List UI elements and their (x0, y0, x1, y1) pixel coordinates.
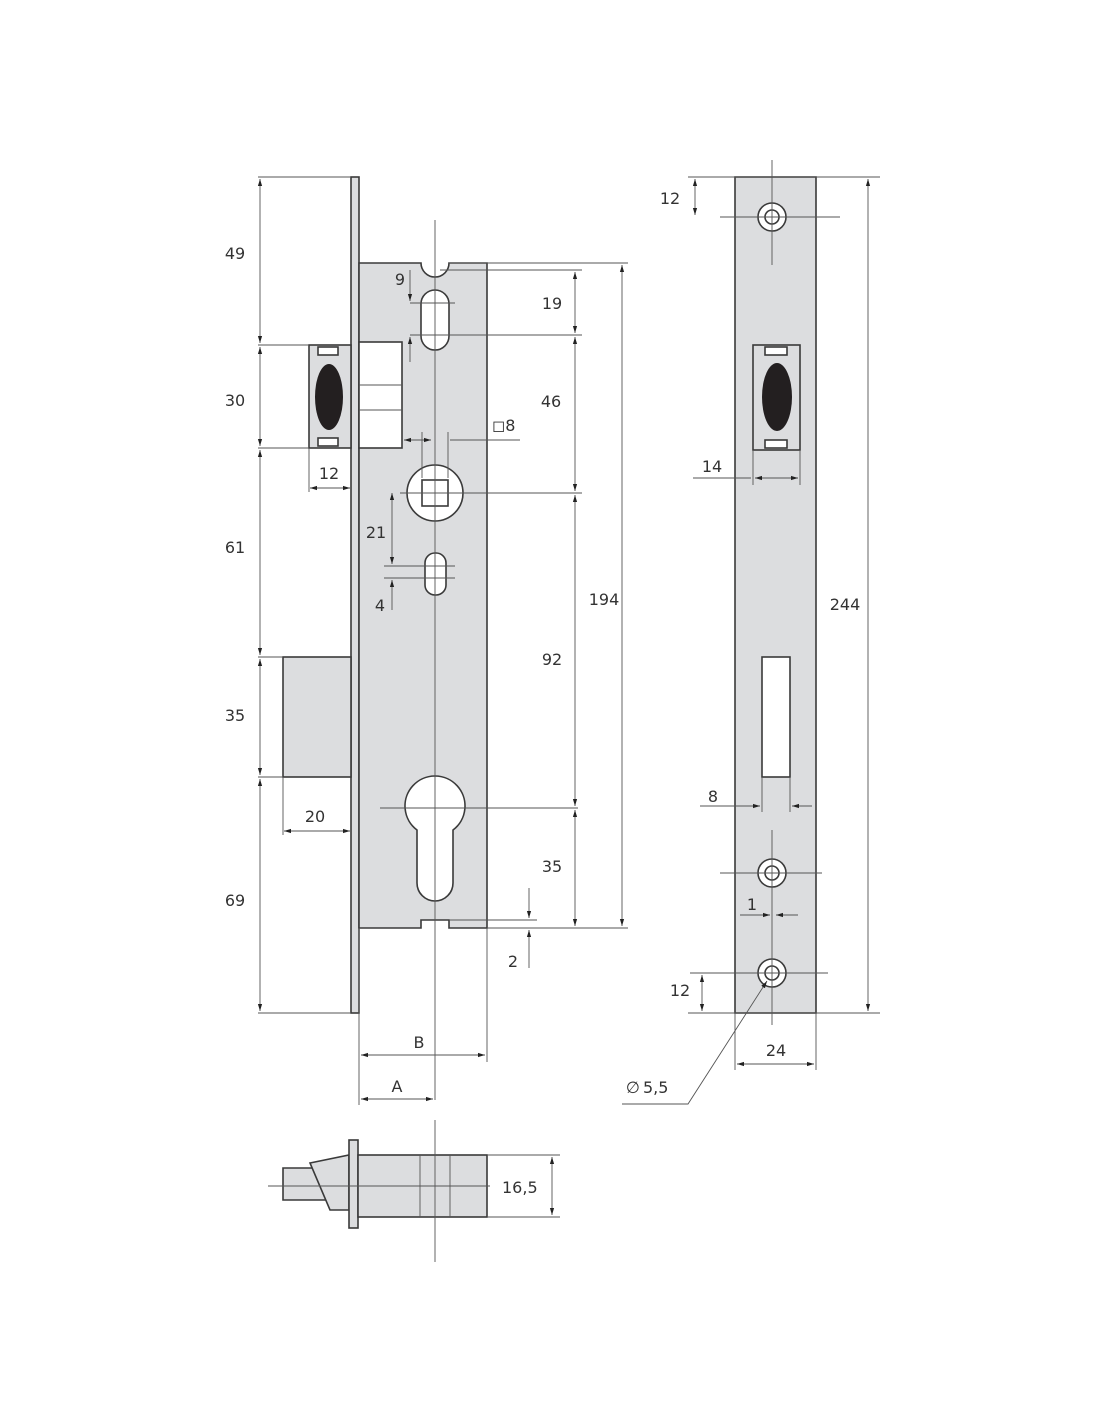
dim-19: 19 (542, 294, 562, 313)
backset-dimensions: B A (358, 928, 488, 1105)
right-dimensions: 19 46 92 35 2 194 (380, 262, 628, 971)
dim-244: 244 (830, 595, 861, 614)
mortise-lock-side-view (282, 176, 488, 1100)
dim-2: 2 (508, 952, 518, 971)
drawing-shape: ◻ (492, 416, 505, 435)
bolt-slot (761, 656, 791, 778)
faceplate-bottom (348, 1139, 359, 1229)
mortise-lock-bottom-view: 16,5 (268, 1120, 560, 1262)
dim-35-cyl: 35 (542, 857, 562, 876)
dim-21: 21 (366, 523, 386, 542)
dim-A: A (392, 1077, 403, 1096)
dim-9: 9 (395, 270, 405, 289)
faceplate (350, 176, 360, 1014)
dim-14: 14 (702, 457, 722, 476)
dim-61: 61 (225, 538, 245, 557)
dim-12-top: 12 (660, 189, 680, 208)
dim-30: 30 (225, 391, 245, 410)
faceplate-front-view (690, 160, 840, 1025)
lower-slot (424, 552, 447, 596)
deadbolt (282, 656, 352, 778)
drawing-shape (764, 439, 788, 449)
drawing-shape: 8 (505, 416, 515, 435)
dim-square-8: ◻8 (492, 416, 515, 435)
drawing-shape (317, 346, 339, 356)
latch-inner (358, 341, 403, 449)
latch-oval (315, 364, 343, 430)
drawing-shape (762, 363, 792, 431)
dim-1: 1 (747, 895, 757, 914)
dim-194: 194 (589, 590, 620, 609)
drawing-shape (764, 346, 788, 356)
dim-92: 92 (542, 650, 562, 669)
drawing-shape: 5,5 (643, 1078, 668, 1097)
inner-dimensions: 9 ◻8 21 4 (366, 270, 520, 615)
front-faceplate (734, 176, 817, 1014)
dim-69: 69 (225, 891, 245, 910)
dim-4: 4 (375, 596, 385, 615)
dim-16-5: 16,5 (502, 1178, 538, 1197)
dim-20: 20 (305, 807, 325, 826)
dim-diameter-5-5: ∅5,5 (626, 1078, 668, 1097)
drawing-shape: ∅ (626, 1078, 640, 1097)
dim-24: 24 (766, 1041, 786, 1060)
dim-12: 12 (319, 464, 339, 483)
dim-12-bottom: 12 (670, 981, 690, 1000)
dimension-line (622, 980, 768, 1105)
left-dimensions: 49 30 12 61 35 20 69 (225, 176, 351, 1014)
front-dimensions: 12 14 8 1 12 24 244 ∅5,5 (622, 176, 880, 1105)
dim-35: 35 (225, 706, 245, 725)
drawing-shape (317, 437, 339, 447)
dim-8: 8 (708, 787, 718, 806)
dim-46: 46 (541, 392, 561, 411)
dim-B: B (414, 1033, 425, 1052)
dim-49: 49 (225, 244, 245, 263)
